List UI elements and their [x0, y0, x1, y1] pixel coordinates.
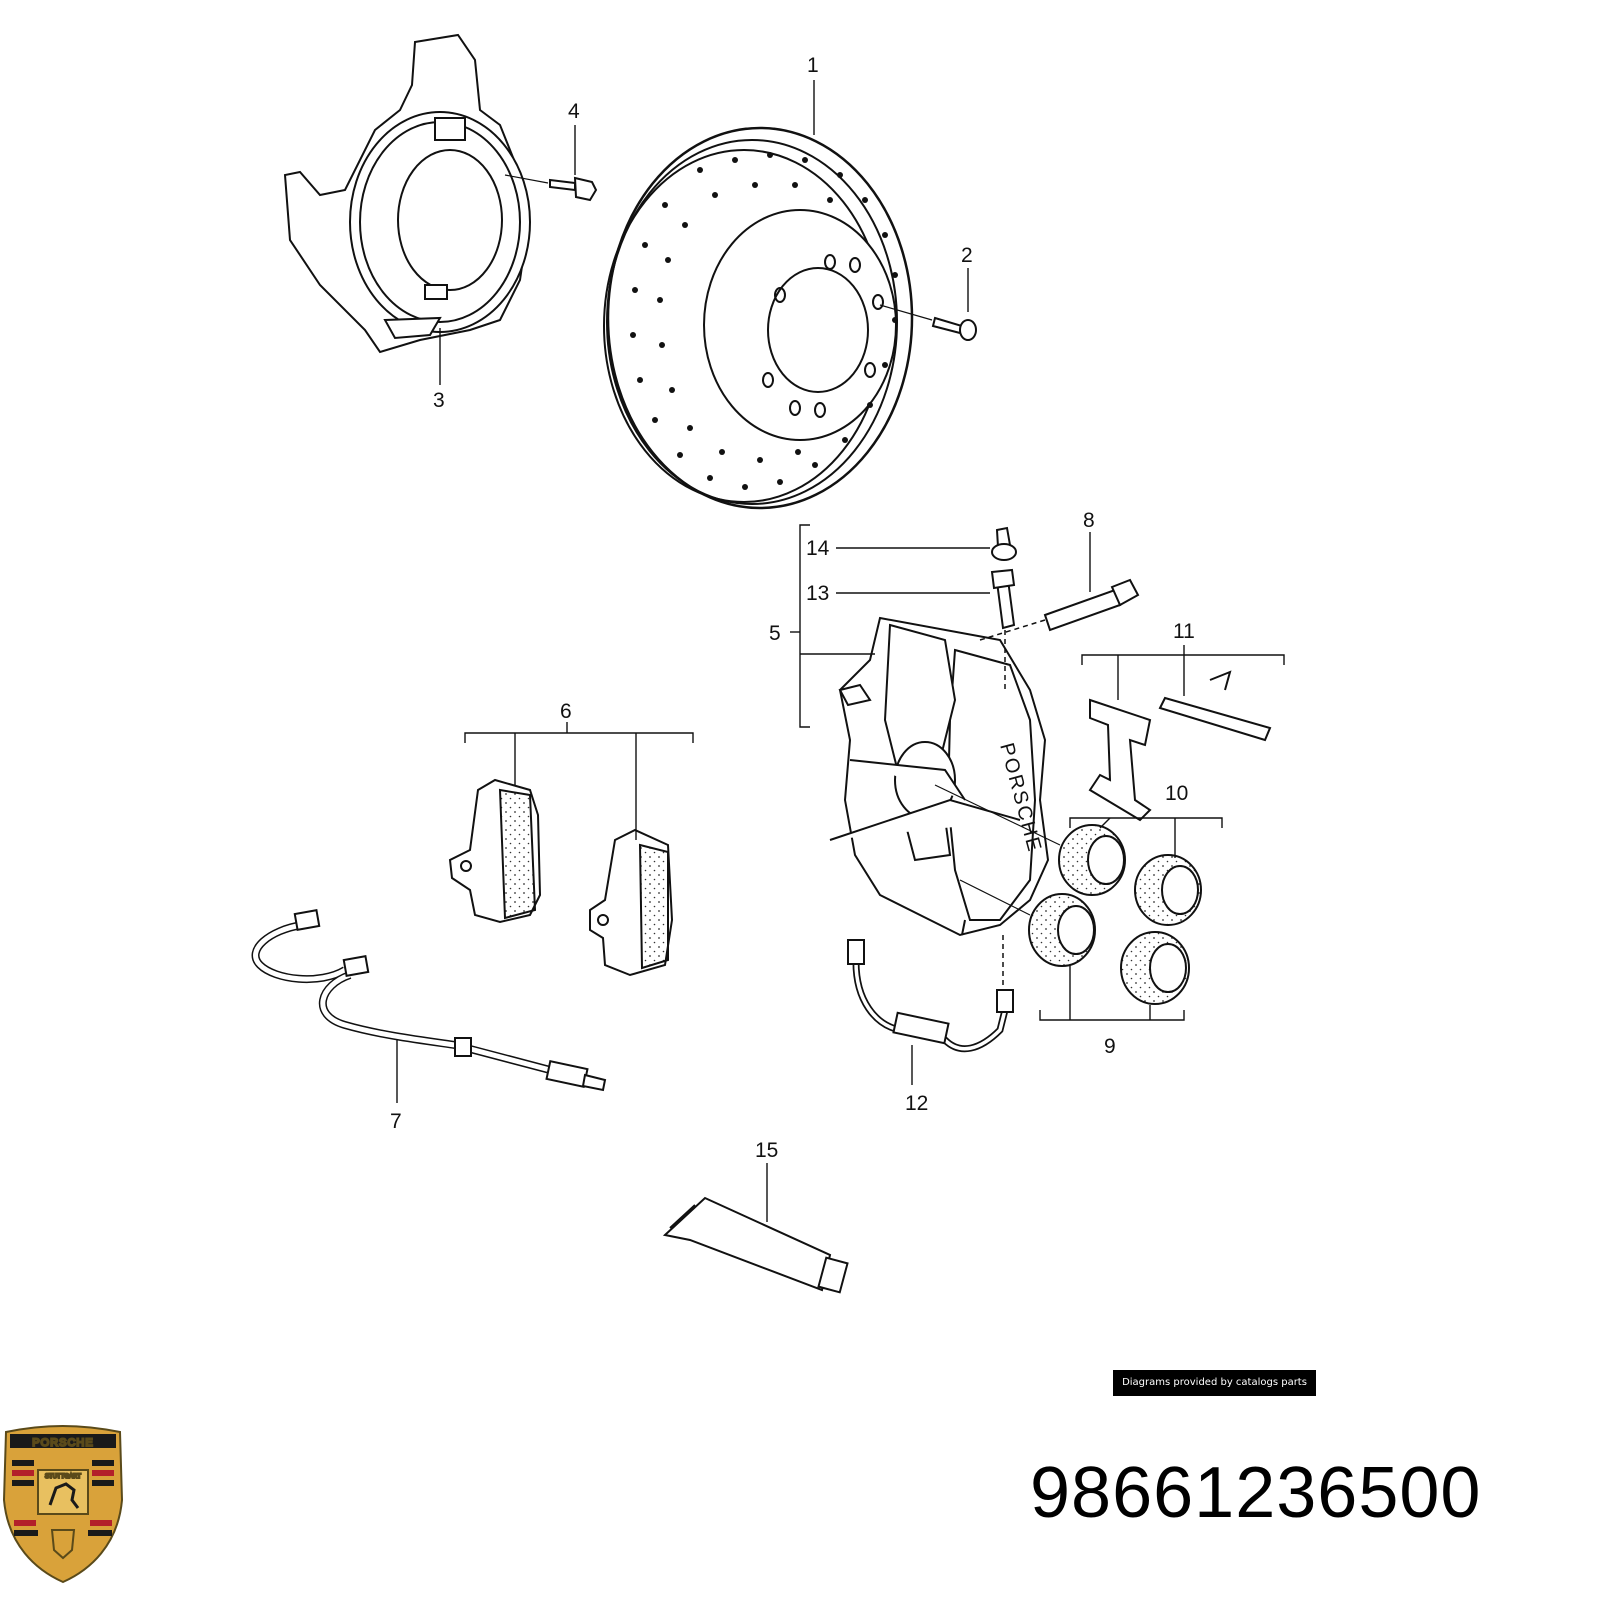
callout-15: 15 — [755, 1139, 778, 1162]
callout-2: 2 — [961, 244, 973, 267]
disc-screw — [879, 304, 977, 341]
brake-disc — [603, 126, 914, 510]
seal-ring-lower-left — [1028, 893, 1096, 967]
disc-drill-holes — [630, 152, 898, 490]
callout-13: 13 — [806, 582, 829, 605]
crest-city-text: STUTTGART — [45, 1474, 81, 1480]
bleeder-valve — [990, 568, 1016, 690]
callout-1: 1 — [807, 54, 819, 77]
caliper-bolt — [979, 578, 1140, 641]
seal-ring-lower-right — [1120, 931, 1190, 1005]
retaining-spring-and-pin — [1088, 670, 1272, 822]
callout-8: 8 — [1083, 509, 1095, 532]
callout-labels: 1 2 3 4 5 6 7 8 9 10 11 12 13 14 15 — [390, 54, 1195, 1162]
bleeder-cap — [991, 526, 1017, 561]
part-number: 98661236500 — [1030, 1453, 1482, 1533]
brake-line — [847, 935, 1014, 1053]
seal-ring-upper-left — [1058, 824, 1126, 896]
brake-pad-right — [589, 828, 674, 977]
callout-10: 10 — [1165, 782, 1188, 805]
callout-4: 4 — [568, 100, 580, 123]
callout-5: 5 — [769, 622, 781, 645]
callout-11: 11 — [1173, 620, 1195, 643]
callout-6: 6 — [560, 700, 572, 723]
seal-rings — [934, 784, 1202, 1005]
callout-9: 9 — [1104, 1035, 1116, 1058]
diagram-credit-banner: Diagrams provided by catalogs parts — [1113, 1370, 1316, 1396]
callout-3: 3 — [433, 389, 445, 412]
callout-7: 7 — [390, 1110, 402, 1133]
callout-12: 12 — [905, 1092, 928, 1115]
dust-shield — [283, 33, 531, 354]
grease-tube — [662, 1196, 849, 1294]
disc-bolt-holes — [762, 254, 884, 418]
seal-ring-upper-right — [1134, 854, 1202, 926]
wear-sensor — [251, 909, 607, 1092]
crest-wordmark: PORSCHE — [32, 1437, 93, 1449]
callout-14: 14 — [806, 537, 830, 560]
brake-caliper — [829, 616, 1050, 937]
porsche-crest-logo: PORSCHE STUTTGART — [2, 1425, 124, 1584]
brake-pads — [448, 778, 674, 977]
brake-pad-left — [448, 778, 542, 924]
leader-lines — [396, 80, 1285, 1222]
shield-bolt — [504, 174, 598, 202]
